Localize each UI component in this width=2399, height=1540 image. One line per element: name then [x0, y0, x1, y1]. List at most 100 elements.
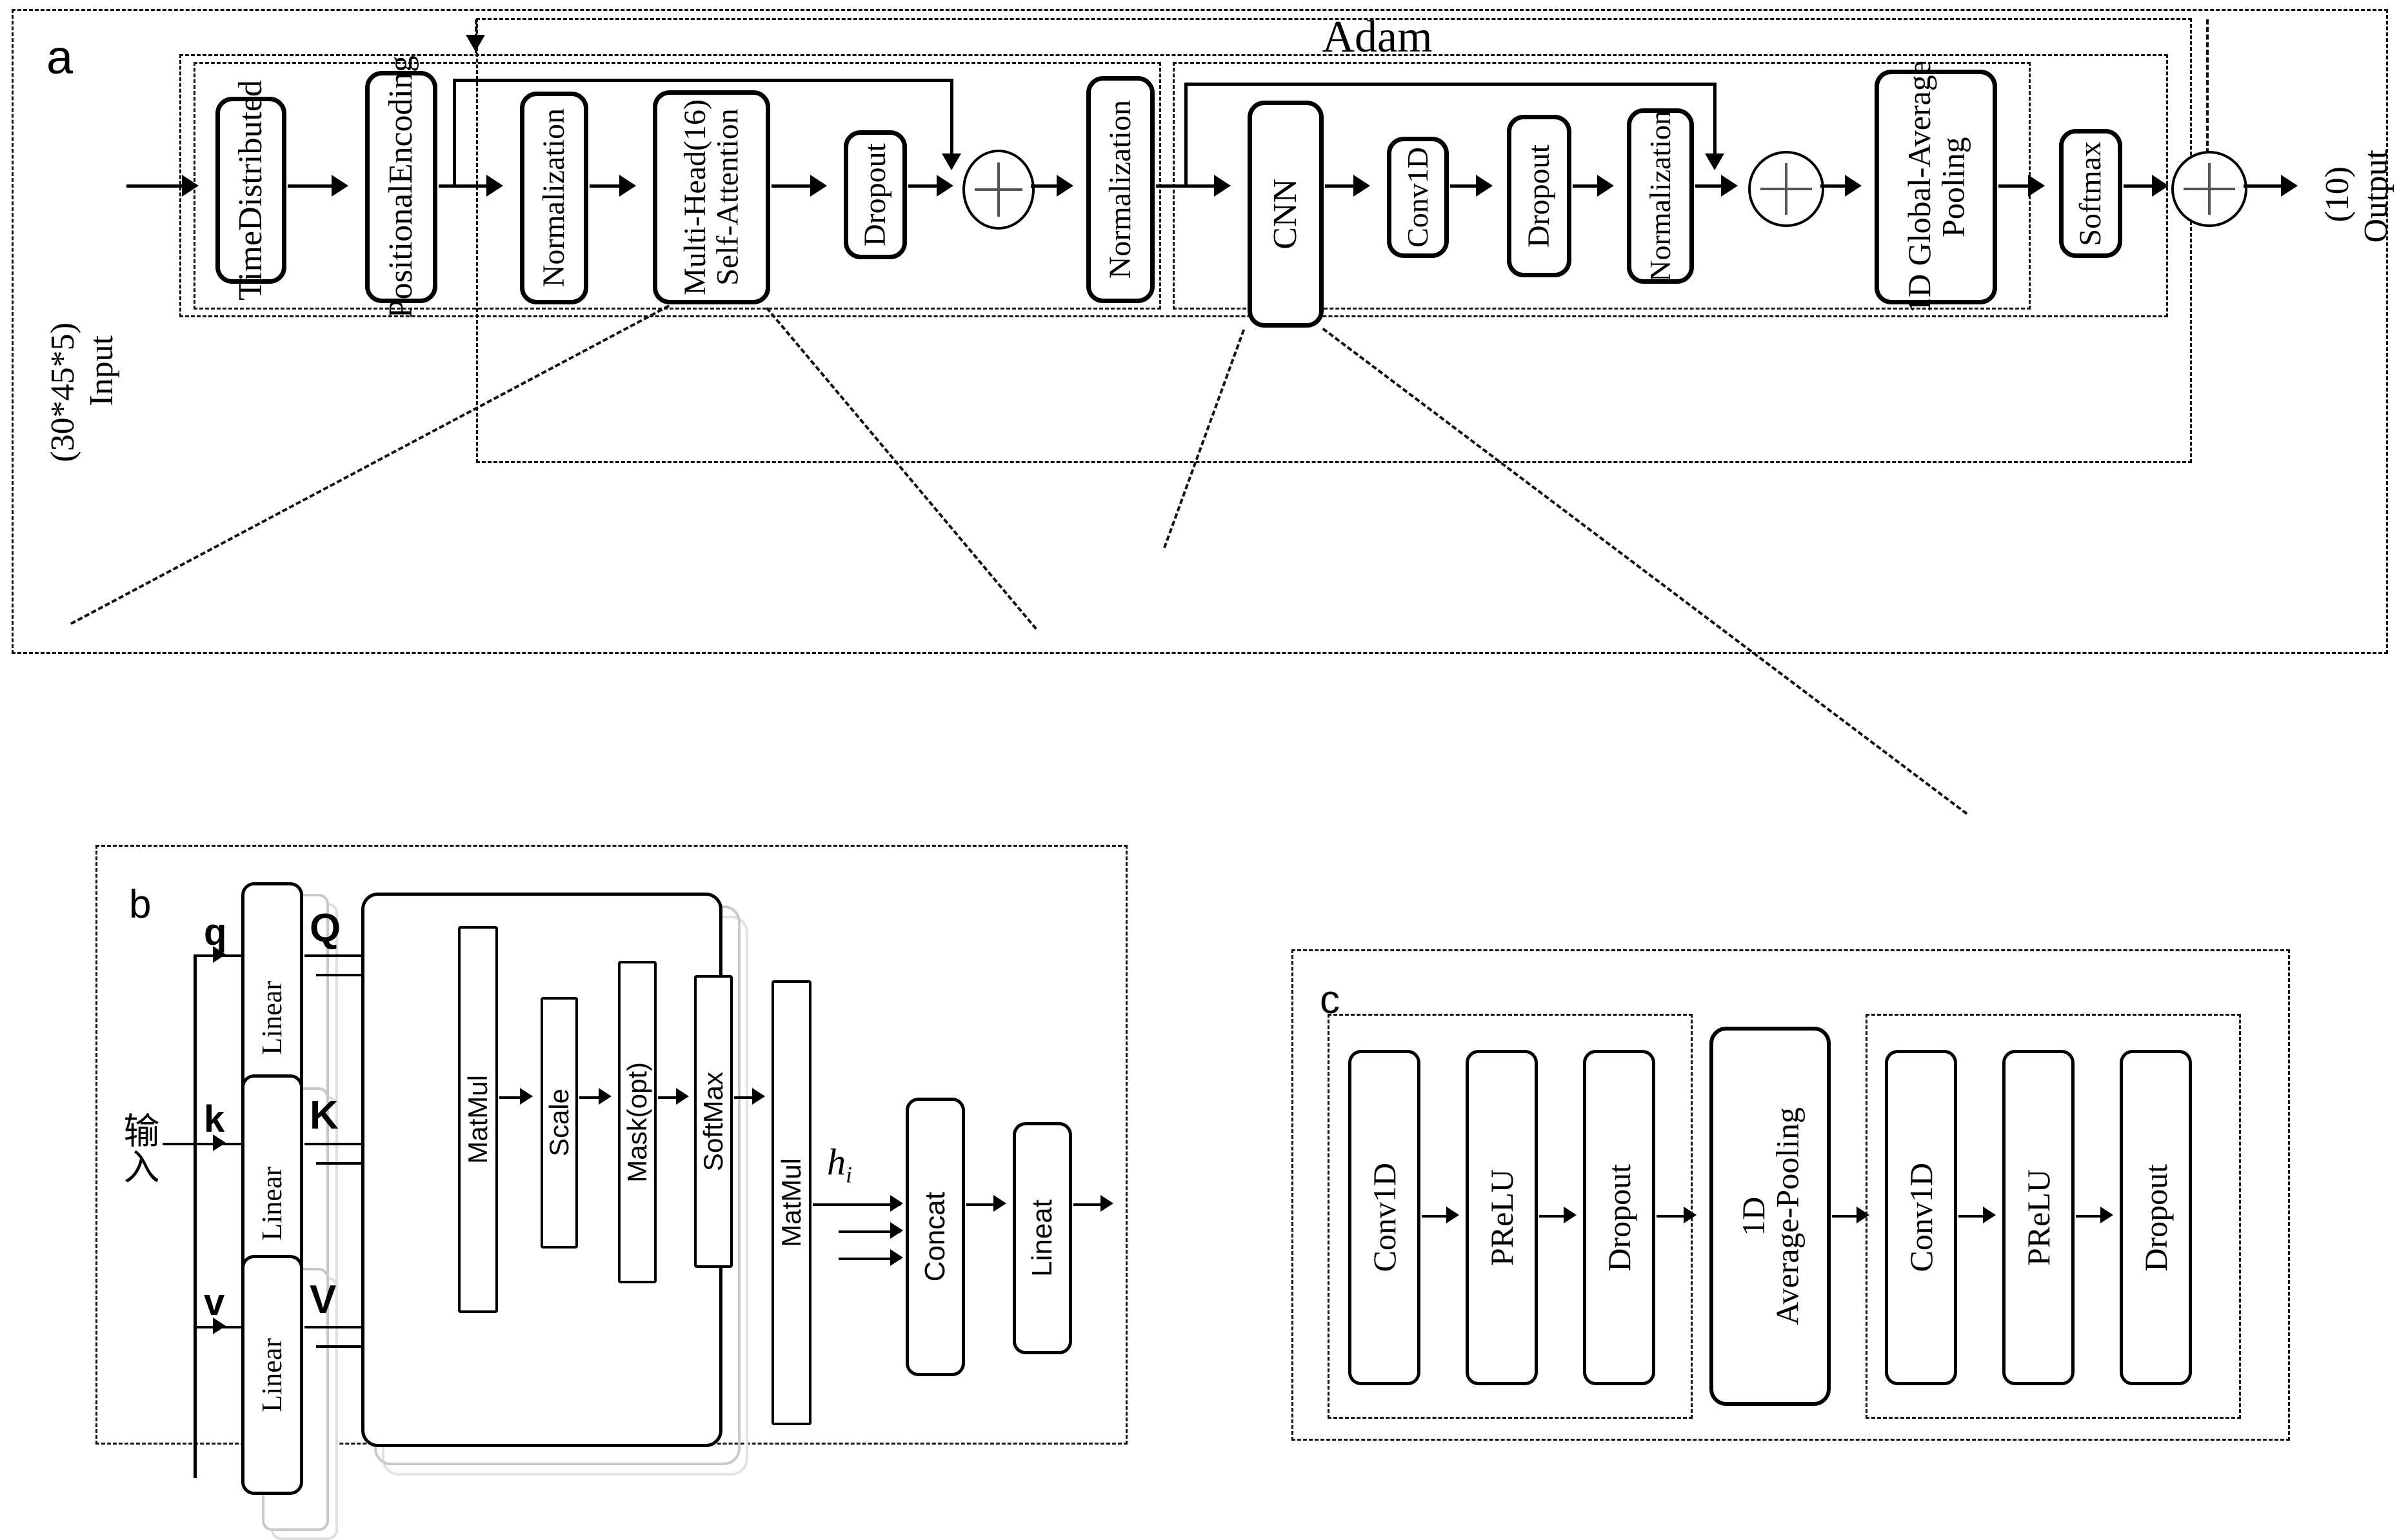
skip2-top — [1184, 83, 1716, 86]
arrow-c-dropout-left-to-pool — [1684, 1207, 1697, 1223]
skip1-drop — [950, 79, 953, 157]
block-linear-v-label: Linear — [255, 1338, 288, 1412]
block-c-conv1d-right-label: Conv1D — [1902, 1163, 1939, 1272]
panel-a-letter: a — [46, 30, 74, 84]
block-matmul-2-label: MatMul — [775, 1158, 806, 1247]
skip1-top — [453, 79, 953, 82]
label-V-upper-left: V — [310, 1278, 337, 1322]
block-scale: Scale — [541, 997, 578, 1249]
block-matmul-1-label: MatMul — [462, 1075, 493, 1164]
block-conv1d-a: Conv1D — [1387, 137, 1449, 258]
conn-input-to-timedistributed — [126, 184, 184, 188]
mha-line-1: Multi-Head(16) — [677, 99, 712, 295]
input-label: Input — [83, 335, 120, 406]
block-c-dropout-right: Dropout — [2120, 1050, 2192, 1385]
block-timedistributed: TimeDistributed — [215, 80, 286, 301]
arrow-norm2-to-cnn — [1214, 175, 1231, 197]
conn-matmul2-out — [813, 1203, 901, 1206]
panel-b-letter: b — [129, 882, 152, 927]
conn-c-conv1d-left-to-prelu — [1422, 1215, 1450, 1218]
conn-softmax-to-add3 — [2124, 184, 2155, 188]
add-node-1 — [962, 150, 1035, 230]
adam-dashed-box — [476, 18, 2192, 463]
label-Q-upper-left: Q — [310, 906, 341, 951]
arrow-head-1 — [890, 1195, 903, 1212]
block-c-average-pooling-label: 1D Average-Pooling — [1735, 1107, 1806, 1325]
arrow-dropout1-to-add1 — [937, 175, 953, 197]
arrow-cnn-to-conv1d — [1353, 175, 1370, 197]
label-q-lower: q — [204, 911, 227, 953]
conn-dropout1-to-add1 — [908, 184, 939, 188]
conn-pe-to-norm1 — [439, 184, 489, 188]
block-normalization-1-label: Normalization — [536, 108, 571, 288]
block-cnn-label: CNN — [1266, 179, 1304, 250]
conn-norm1-to-mha — [590, 184, 622, 188]
skip2-riser — [1184, 83, 1188, 186]
head-output-label-base: h — [827, 1141, 846, 1183]
conn-head-3 — [839, 1258, 901, 1260]
block-c-conv1d-right: Conv1D — [1885, 1050, 1957, 1385]
conn-panel-b-output — [1073, 1203, 1104, 1206]
block-c-conv1d-left: Conv1D — [1348, 1050, 1420, 1385]
conn-add3-to-output — [2244, 184, 2284, 188]
conn-linear-k-out — [304, 1143, 388, 1145]
arrow-to-linear-v — [213, 1318, 226, 1334]
panel-a-outer-dashed-box — [12, 9, 2388, 654]
block-c-prelu-right: PReLU — [2002, 1050, 2075, 1385]
block-multi-head-self-attention-label: Multi-Head(16) Self-Attention — [677, 99, 744, 295]
arrow-concat-to-lineat — [993, 1195, 1006, 1212]
block-positionalencoding-label: PositionalEncoding — [382, 55, 419, 319]
block-normalization-3-label: Normalization — [1643, 110, 1677, 282]
block-mask-opt: Mask(opt) — [618, 961, 657, 1283]
conn-linear-k-out-stack — [316, 1162, 392, 1165]
conn-head-2 — [839, 1230, 901, 1233]
block-scale-label: Scale — [543, 1089, 574, 1157]
conn-linear-q-out-stack — [316, 974, 392, 976]
add-node-3 — [2171, 151, 2247, 227]
block-c-dropout-left: Dropout — [1583, 1050, 1655, 1385]
block-dropout-1-label: Dropout — [857, 143, 892, 246]
adam-to-add3-dashed-line — [2206, 19, 2209, 153]
block-1d-global-average-pooling: 1D Global-Average Pooling — [1875, 61, 1997, 313]
block-c-average-pooling: 1D Average-Pooling — [1709, 1027, 1831, 1406]
arrow-matmul1-to-scale — [520, 1088, 533, 1105]
pooling-line-1: 1D Global-Average — [1900, 61, 1937, 313]
arrow-pooling-to-softmax — [2028, 175, 2045, 197]
block-conv1d-a-label: Conv1D — [1400, 147, 1434, 248]
conn-cnn-to-conv1d — [1325, 184, 1356, 188]
conn-conv1d-to-dropout2 — [1450, 184, 1478, 188]
block-concat-label: Concat — [919, 1192, 951, 1282]
block-concat: Concat — [906, 1098, 965, 1376]
block-c-dropout-left-label: Dropout — [1600, 1163, 1637, 1272]
block-c-prelu-right-label: PReLU — [2020, 1169, 2056, 1266]
arrow-dropout2-to-norm3 — [1597, 175, 1614, 197]
adam-label: Adam — [1322, 12, 1433, 62]
block-c-conv1d-left-label: Conv1D — [1366, 1163, 1402, 1272]
arrow-c-prelu-right-to-dropout — [2100, 1207, 2113, 1223]
pooling-line-2: Pooling — [1935, 137, 1971, 237]
arrow-to-linear-q — [213, 946, 226, 963]
block-output-linear: Lineat — [1013, 1122, 1072, 1354]
arrow-add2-to-pooling — [1845, 175, 1862, 197]
arrow-softmax-to-matmul2 — [752, 1088, 765, 1105]
block-c-prelu-left: PReLU — [1466, 1050, 1538, 1385]
conn-c-prelu-left-to-dropout — [1539, 1215, 1568, 1218]
output-label: Output — [2358, 150, 2394, 243]
block-output-linear-label: Lineat — [1026, 1199, 1058, 1277]
conn-matmul1-to-scale — [499, 1096, 524, 1099]
output-shape-label: (10) — [2319, 166, 2356, 222]
skip1-riser — [453, 79, 456, 186]
conn-pooling-to-softmax — [1998, 184, 2031, 188]
conn-add2-to-pooling — [1820, 184, 1847, 188]
skip1-arrowhead — [942, 153, 961, 170]
block-softmax: Softmax — [2059, 129, 2122, 258]
label-v-lower: v — [204, 1281, 225, 1323]
block-1d-global-average-pooling-label: 1D Global-Average Pooling — [1900, 61, 1971, 313]
block-linear-v: Linear — [241, 1255, 303, 1495]
input-shape-label: (30*45*5) — [45, 322, 81, 462]
arrow-add3-to-output — [2281, 175, 2298, 197]
conn-norm3-to-add2 — [1695, 184, 1724, 188]
arrow-scale-to-mask — [599, 1088, 612, 1105]
block-softmax-attention-label: SoftMax — [697, 1071, 728, 1172]
arrow-norm1-to-mha — [619, 175, 636, 197]
